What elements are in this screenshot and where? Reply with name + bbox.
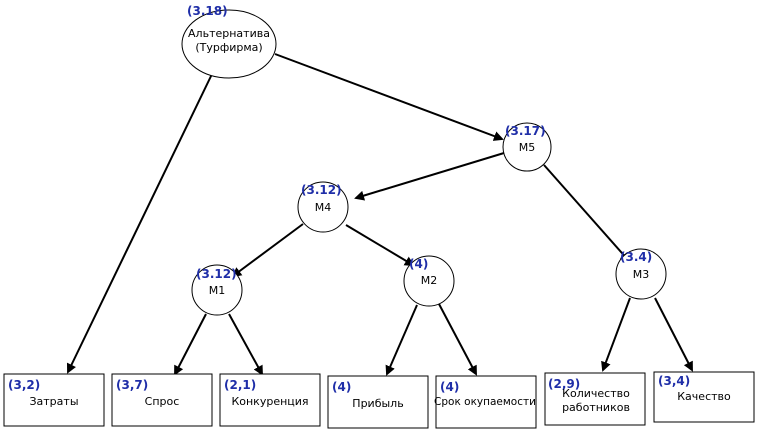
leaf-konkurencia-label: Конкуренция bbox=[231, 395, 308, 408]
leaf-kolichestvo: (2,9) Количество работников bbox=[544, 372, 646, 426]
node-root-label-line2: (Турфирма) bbox=[195, 41, 262, 54]
leaf-konkurencia: (2,1) Конкуренция bbox=[219, 373, 321, 427]
node-m1-value: (3.12) bbox=[196, 267, 237, 281]
node-m5-value: (3.17) bbox=[505, 124, 546, 138]
node-m4-value: (3.12) bbox=[301, 183, 342, 197]
node-m2: M2 (4) bbox=[403, 255, 455, 307]
edge-m3-kachestvo bbox=[654, 297, 693, 372]
node-root-value: (3.18) bbox=[187, 4, 228, 18]
node-m5-label: M5 bbox=[519, 141, 536, 154]
leaf-srok-value: (4) bbox=[440, 380, 459, 394]
node-root: Альтернатива (Турфирма) (3.18) bbox=[181, 4, 277, 79]
leaf-kachestvo: (3,4) Качество bbox=[653, 371, 755, 423]
leaf-konkurencia-value: (2,1) bbox=[224, 378, 256, 392]
edge-root-m5 bbox=[274, 53, 504, 141]
node-m2-label: M2 bbox=[421, 274, 438, 287]
leaf-kolichestvo-label-line1: Количество bbox=[562, 387, 630, 400]
node-m3-label: M3 bbox=[633, 268, 650, 281]
leaf-kachestvo-value: (3,4) bbox=[658, 374, 690, 388]
edge-m2-pribyl bbox=[385, 304, 418, 376]
edge-root-zatraty bbox=[66, 73, 213, 374]
node-m4: M4 (3.12) bbox=[297, 181, 349, 233]
leaf-pribyl-label: Прибыль bbox=[352, 397, 403, 410]
leaf-zatraty-value: (3,2) bbox=[8, 378, 40, 392]
edge-m1-konkurencia bbox=[228, 313, 263, 376]
leaf-zatraty: (3,2) Затраты bbox=[3, 373, 105, 427]
node-m4-label: M4 bbox=[315, 201, 332, 214]
node-root-label-line1: Альтернатива bbox=[188, 27, 270, 40]
node-m2-value: (4) bbox=[409, 257, 428, 271]
node-m3: M3 (3.4) bbox=[615, 248, 667, 300]
leaf-kachestvo-label: Качество bbox=[677, 390, 731, 403]
leaf-kolichestvo-value: (2,9) bbox=[548, 377, 580, 391]
edge-m3-kolichestvo bbox=[601, 297, 631, 372]
leaf-zatraty-label: Затраты bbox=[29, 395, 78, 408]
leaf-spros-label: Спрос bbox=[145, 395, 180, 408]
edge-m1-spros bbox=[174, 313, 207, 376]
leaf-pribyl-value: (4) bbox=[332, 380, 351, 394]
leaf-srok-label: Срок окупаемости bbox=[434, 396, 536, 408]
node-m1: M1 (3.12) bbox=[191, 264, 243, 316]
node-m5: M5 (3.17) bbox=[502, 122, 552, 172]
node-m1-label: M1 bbox=[209, 284, 226, 297]
edge-m5-m4 bbox=[354, 152, 505, 201]
leaf-srok: (4) Срок окупаемости bbox=[434, 375, 537, 429]
leaf-kolichestvo-label-line2: работников bbox=[562, 401, 630, 414]
edge-m4-m1 bbox=[231, 223, 304, 278]
leaf-spros: (3,7) Спрос bbox=[111, 373, 213, 427]
node-m3-value: (3.4) bbox=[620, 250, 652, 264]
edges bbox=[66, 53, 693, 376]
edge-m4-m2 bbox=[345, 224, 415, 267]
edge-m2-srok bbox=[438, 303, 477, 376]
edge-m5-m3 bbox=[543, 164, 631, 263]
leaf-spros-value: (3,7) bbox=[116, 378, 148, 392]
leaf-pribyl: (4) Прибыль bbox=[327, 375, 429, 429]
